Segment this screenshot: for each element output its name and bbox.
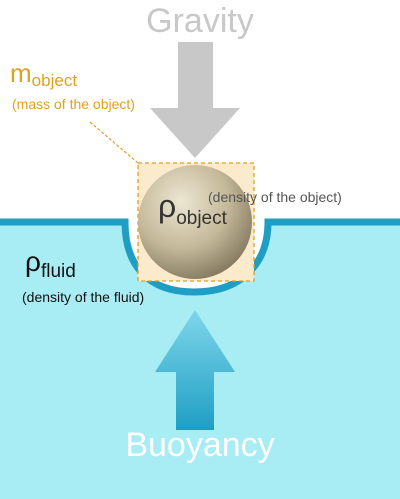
fluid-density-description: (density of the fluid) — [22, 289, 145, 305]
object-density-description: (density of the object) — [208, 189, 342, 205]
object-density-letter: ρ — [158, 188, 177, 224]
fluid-density-letter: ρ — [25, 246, 41, 277]
mass-description: (mass of the object) — [12, 96, 135, 112]
mass-symbol-letter: m — [10, 58, 32, 88]
mass-leader-line — [89, 121, 139, 164]
object-density-subscript: object — [176, 208, 227, 229]
gravity-arrow — [150, 42, 240, 158]
fluid-surface-line — [0, 218, 400, 296]
buoyancy-label: Buoyancy — [125, 426, 275, 464]
fluid-density-subscript: fluid — [40, 261, 76, 282]
object-sphere — [138, 165, 252, 279]
fluid-density-symbol: ρfluid — [25, 246, 76, 282]
buoyancy-arrow — [155, 310, 235, 430]
mass-symbol-subscript: object — [31, 71, 78, 90]
object-density-symbol: ρobject — [158, 190, 227, 228]
mass-symbol: mobject — [10, 60, 77, 89]
gravity-label: Gravity — [146, 2, 254, 40]
